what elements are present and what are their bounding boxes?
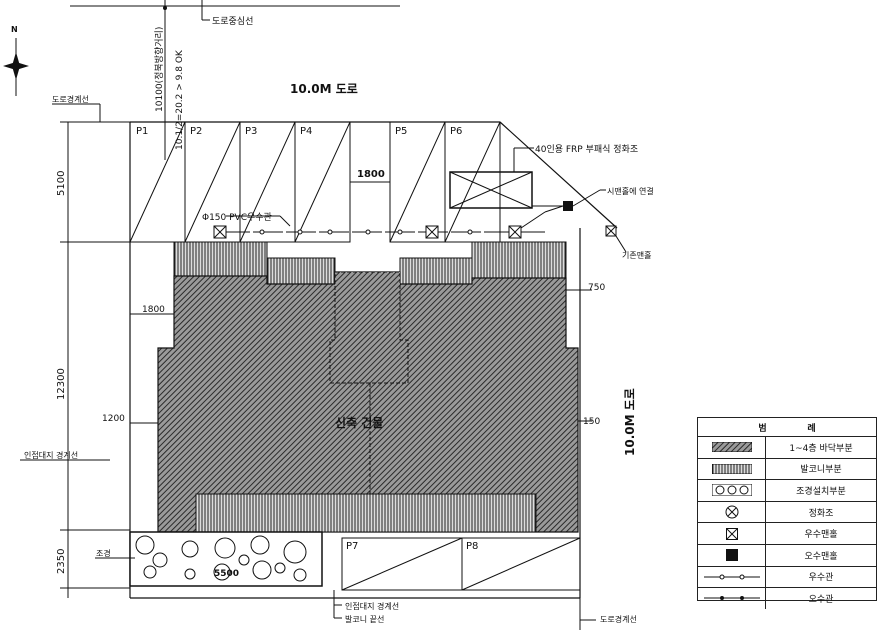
road-boundary-label: 도로경계선 [52,94,89,104]
legend-box: 범 례 1~4층 바닥부분 발코니부분 조경설치부분 정화조 우수맨홀 오수맨홀… [697,417,877,609]
balcony-top-right [471,241,567,279]
stormwater-manhole-icon [213,225,522,239]
road-center-line-label: 도로중심선 [212,16,253,27]
vertical-dim-text: 10100(정북방향거리) [153,27,165,112]
dim-1800-top: 1800 [357,169,385,180]
dim-1200: 1200 [102,414,125,424]
parking-label-p8: P8 [466,541,478,552]
sewer-manhole-icon [725,549,738,562]
legend-row: 정화조 [698,501,876,524]
dim-150: 150 [583,417,600,427]
legend-label: 조경설치부분 [796,486,846,497]
parking-label-p6: P6 [450,126,462,137]
building-label: 신축 건물 [335,415,383,430]
vertical-hatch-swatch [711,463,752,474]
parking-label-p3: P3 [245,126,257,137]
balcony-line-label: 발코니 끝선 [345,614,384,624]
svg-text:N: N [11,25,18,34]
balcony-top-mid-right [399,257,473,285]
dim-5100: 5100 [56,171,67,196]
dim-5500: 5500 [214,569,239,579]
north-arrow-icon: N [3,25,29,96]
diagonal-hatch-swatch [711,442,752,453]
landscape-swatch [711,484,752,497]
landscape-label: 조경 [96,548,111,558]
legend-row: 우수관 [698,566,876,589]
balcony-bottom [195,493,537,533]
parking-stalls-bottom [341,537,581,591]
legend-label: 우수관 [808,573,834,584]
frp-tank-label: 40인용 FRP 부패식 정화조 [535,144,638,155]
legend-row: 발코니부분 [698,458,876,481]
parking-stalls-top [129,121,501,243]
dim-750: 750 [588,283,605,293]
legend-row: 조경설치부분 [698,480,876,502]
landscape-area [129,531,323,587]
balcony-top-mid-left [266,257,336,285]
sewer-pipe-icon [703,596,760,601]
parking-label-p1: P1 [136,126,148,137]
road-top-label: 10.0M 도로 [290,82,358,96]
legend-title-a: 범 [758,423,767,434]
stormwater-manhole-icon [725,527,738,540]
legend-label: 발코니부분 [800,465,842,476]
adjacent-left-label: 인접대지 경계선 [24,450,78,460]
dim-2350: 2350 [56,549,67,574]
parking-label-p2: P2 [190,126,202,137]
legend-label: 1~4층 바닥부분 [789,443,853,454]
tree-icons [135,535,307,582]
legend-title-b: 례 [807,423,816,434]
sewer-manhole-icon [563,201,573,211]
sewer-connect-label: 시맨홀에 연결 [607,186,654,196]
road-right-label: 10.0M 도로 [623,388,637,456]
septic-tank-icon [725,505,738,519]
dim-12300: 12300 [56,368,67,400]
parking-label-p7: P7 [346,541,358,552]
vertical-calc-text: 10.1/2=20.2 > 9.8 OK [175,49,185,150]
legend-label: 오수관 [808,594,834,605]
legend-label: 우수맨홀 [804,530,838,541]
existing-manhole-icon [605,225,617,237]
legend-label: 정화조 [808,508,834,519]
legend-title: 범 례 [698,418,876,437]
parking-label-p5: P5 [395,126,407,137]
legend-row: 우수맨홀 [698,523,876,545]
stair-core [329,271,409,384]
building-footprint [157,271,579,533]
legend-row: 오수관 [698,588,876,609]
parking-label-p4: P4 [300,126,312,137]
legend-label: 오수맨홀 [804,551,838,562]
road-boundary-bottom-label: 도로경계선 [600,614,637,624]
septic-tank-icon [449,171,533,209]
stormwater-pipe-icon [703,574,760,580]
pvc-pipe-label: Φ150 PVC우수관 [202,212,272,223]
balcony-top-left [173,241,268,277]
legend-row: 오수맨홀 [698,544,876,567]
dim-1800-left: 1800 [142,305,165,315]
adjacent-bottom-label: 인접대지 경계선 [345,601,399,611]
legend-row: 1~4층 바닥부분 [698,437,876,459]
existing-manhole-label: 기존맨홀 [622,250,651,260]
